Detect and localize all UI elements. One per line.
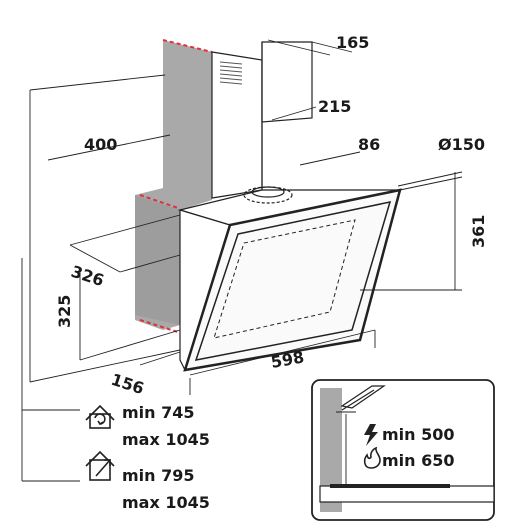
chimney bbox=[211, 41, 313, 199]
flame-icon bbox=[363, 446, 381, 469]
hood-filter-outline bbox=[213, 219, 356, 339]
inset-hood-edge bbox=[341, 389, 375, 411]
recirculation-max: max 1045 bbox=[122, 430, 210, 449]
recirculation-house-icon bbox=[85, 404, 115, 429]
dim-duct-offset: 86 bbox=[358, 135, 380, 154]
dim-chimney-depth: 165 bbox=[336, 33, 369, 52]
dim-chimney-width: 215 bbox=[318, 97, 351, 116]
dim-depth: 326 bbox=[69, 262, 107, 290]
dim-duct-diameter: Ø150 bbox=[438, 135, 485, 154]
hob-clearance-inset: min 500 min 650 bbox=[311, 379, 495, 521]
dim-bottom-depth: 156 bbox=[109, 370, 147, 398]
recirculation-min: min 745 bbox=[122, 403, 195, 422]
electric-clearance: min 500 bbox=[382, 425, 455, 444]
duct-outlet bbox=[243, 186, 293, 204]
inset-wall bbox=[320, 388, 342, 512]
extraction-house-icon bbox=[85, 450, 115, 481]
chimney-lower bbox=[211, 51, 263, 199]
hood-body bbox=[177, 186, 402, 372]
gas-clearance: min 650 bbox=[382, 451, 455, 470]
wall-section bbox=[135, 39, 213, 333]
hood-glass bbox=[183, 188, 402, 372]
inset-hob bbox=[319, 485, 495, 503]
wall-lower bbox=[135, 195, 180, 325]
lightning-icon bbox=[364, 424, 378, 446]
wall-cutout-top bbox=[162, 39, 213, 53]
dimension-lines bbox=[21, 39, 463, 482]
extraction-min: min 795 bbox=[122, 466, 195, 485]
dim-body-height: 325 bbox=[55, 295, 74, 328]
installation-legend: min 745 max 1045 min 795 max 1045 bbox=[85, 403, 210, 512]
duct-outlet-inner bbox=[251, 186, 285, 198]
inset-hob-surface bbox=[330, 484, 450, 488]
hood-glass-inner bbox=[194, 201, 392, 361]
dim-wall-offset: 400 bbox=[84, 135, 117, 154]
chimney-vent-slots bbox=[219, 61, 243, 85]
extraction-max: max 1045 bbox=[122, 493, 210, 512]
dim-glass-height: 361 bbox=[469, 215, 488, 248]
